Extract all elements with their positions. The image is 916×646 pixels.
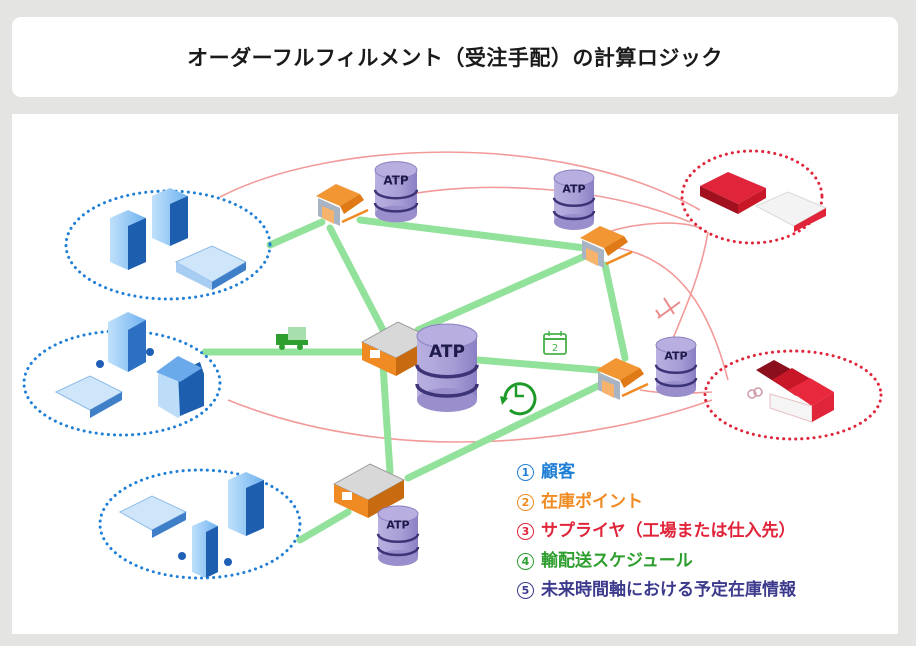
green-route bbox=[414, 252, 589, 334]
legend-label: 顧客 bbox=[541, 462, 575, 482]
legend-number-badge: 1 bbox=[517, 464, 534, 482]
warehouse-middle-right bbox=[596, 358, 649, 400]
atp-databases: ATP ATP ATP ATP ATP bbox=[373, 161, 698, 566]
atp-band bbox=[552, 210, 596, 221]
office-tower-icon bbox=[96, 312, 154, 372]
house-icon bbox=[156, 356, 204, 418]
legend-item: 4 輸配送スケジュール bbox=[517, 547, 796, 577]
atp-database-icon: ATP bbox=[415, 323, 479, 412]
factory-icon bbox=[700, 172, 828, 232]
svg-text:2: 2 bbox=[552, 343, 558, 354]
legend-item: 2 在庫ポイント bbox=[517, 488, 796, 518]
legend-item: 3 サプライヤ（工場または仕入先） bbox=[517, 517, 796, 547]
supplier-routes bbox=[219, 151, 729, 443]
atp-label: ATP bbox=[386, 519, 409, 532]
atp-database-icon: ATP bbox=[373, 161, 419, 223]
atp-database-icon: ATP bbox=[376, 505, 420, 566]
atp-database-icon: ATP bbox=[552, 169, 596, 230]
green-route bbox=[474, 356, 602, 374]
warehouse-building-icon bbox=[54, 375, 124, 418]
legend-number-badge: 2 bbox=[517, 493, 534, 511]
office-building-icon bbox=[110, 188, 188, 270]
supplier-group-bottom bbox=[703, 349, 883, 441]
atp-label: ATP bbox=[562, 183, 585, 196]
warehouse-building-icon bbox=[118, 495, 188, 538]
green-route bbox=[296, 508, 352, 544]
customer-group-bottom bbox=[98, 468, 302, 580]
warehouse-top-left bbox=[316, 184, 369, 226]
green-route bbox=[404, 381, 604, 482]
red-route bbox=[227, 399, 713, 443]
warehouse-top-right bbox=[580, 226, 633, 268]
legend-item: 1 顧客 bbox=[517, 458, 796, 488]
atp-band bbox=[552, 197, 596, 208]
warehouse-bottom bbox=[332, 463, 406, 518]
legend-number-badge: 4 bbox=[517, 552, 534, 570]
clock-icon bbox=[500, 382, 537, 416]
atp-database-icon: ATP bbox=[654, 336, 698, 397]
legend: 1 顧客 2 在庫ポイント 3 サプライヤ（工場または仕入先） 4 輸配送スケジュール 5 未来時… bbox=[517, 458, 796, 606]
page-title: オーダーフルフィルメント（受注手配）の計算ロジック bbox=[187, 46, 723, 70]
atp-label: ATP bbox=[383, 174, 409, 188]
green-route bbox=[356, 216, 589, 252]
red-route bbox=[617, 247, 729, 381]
skyscraper-icon bbox=[178, 520, 232, 578]
legend-label: 在庫ポイント bbox=[541, 491, 643, 512]
legend-label: 輸配送スケジュール bbox=[541, 550, 693, 571]
customer-group-middle bbox=[22, 312, 222, 437]
atp-band bbox=[376, 546, 420, 557]
red-route bbox=[607, 222, 701, 233]
warehouse-building-icon bbox=[174, 245, 248, 290]
legend-label: 未来時間軸における予定在庫情報 bbox=[541, 580, 796, 600]
airplane-icon bbox=[655, 297, 681, 319]
atp-band bbox=[654, 377, 698, 388]
customer-group-top bbox=[64, 188, 272, 301]
red-route bbox=[219, 151, 701, 211]
legend-number-badge: 5 bbox=[517, 582, 534, 600]
delivery-routes bbox=[201, 216, 629, 544]
green-route bbox=[379, 361, 394, 476]
legend-label: サプライヤ（工場または仕入先） bbox=[541, 521, 796, 541]
legend-number-badge: 3 bbox=[517, 523, 534, 541]
office-building-icon bbox=[228, 472, 264, 536]
title-banner: オーダーフルフィルメント（受注手配）の計算ロジック bbox=[12, 17, 898, 97]
green-route bbox=[266, 218, 326, 249]
factory-icon bbox=[747, 360, 834, 423]
atp-band bbox=[373, 202, 419, 213]
green-route bbox=[326, 224, 387, 334]
atp-label: ATP bbox=[429, 342, 465, 362]
atp-band bbox=[376, 533, 420, 544]
legend-item: 5 未来時間軸における予定在庫情報 bbox=[517, 576, 796, 606]
atp-band bbox=[415, 364, 479, 379]
atp-band bbox=[373, 189, 419, 200]
supplier-group-top bbox=[680, 149, 828, 245]
truck-icon bbox=[276, 327, 308, 350]
red-route bbox=[399, 186, 691, 223]
calendar-icon: 2 bbox=[543, 331, 567, 355]
atp-band bbox=[654, 364, 698, 375]
green-route bbox=[601, 261, 629, 362]
atp-label: ATP bbox=[664, 350, 687, 363]
atp-band bbox=[415, 383, 479, 398]
